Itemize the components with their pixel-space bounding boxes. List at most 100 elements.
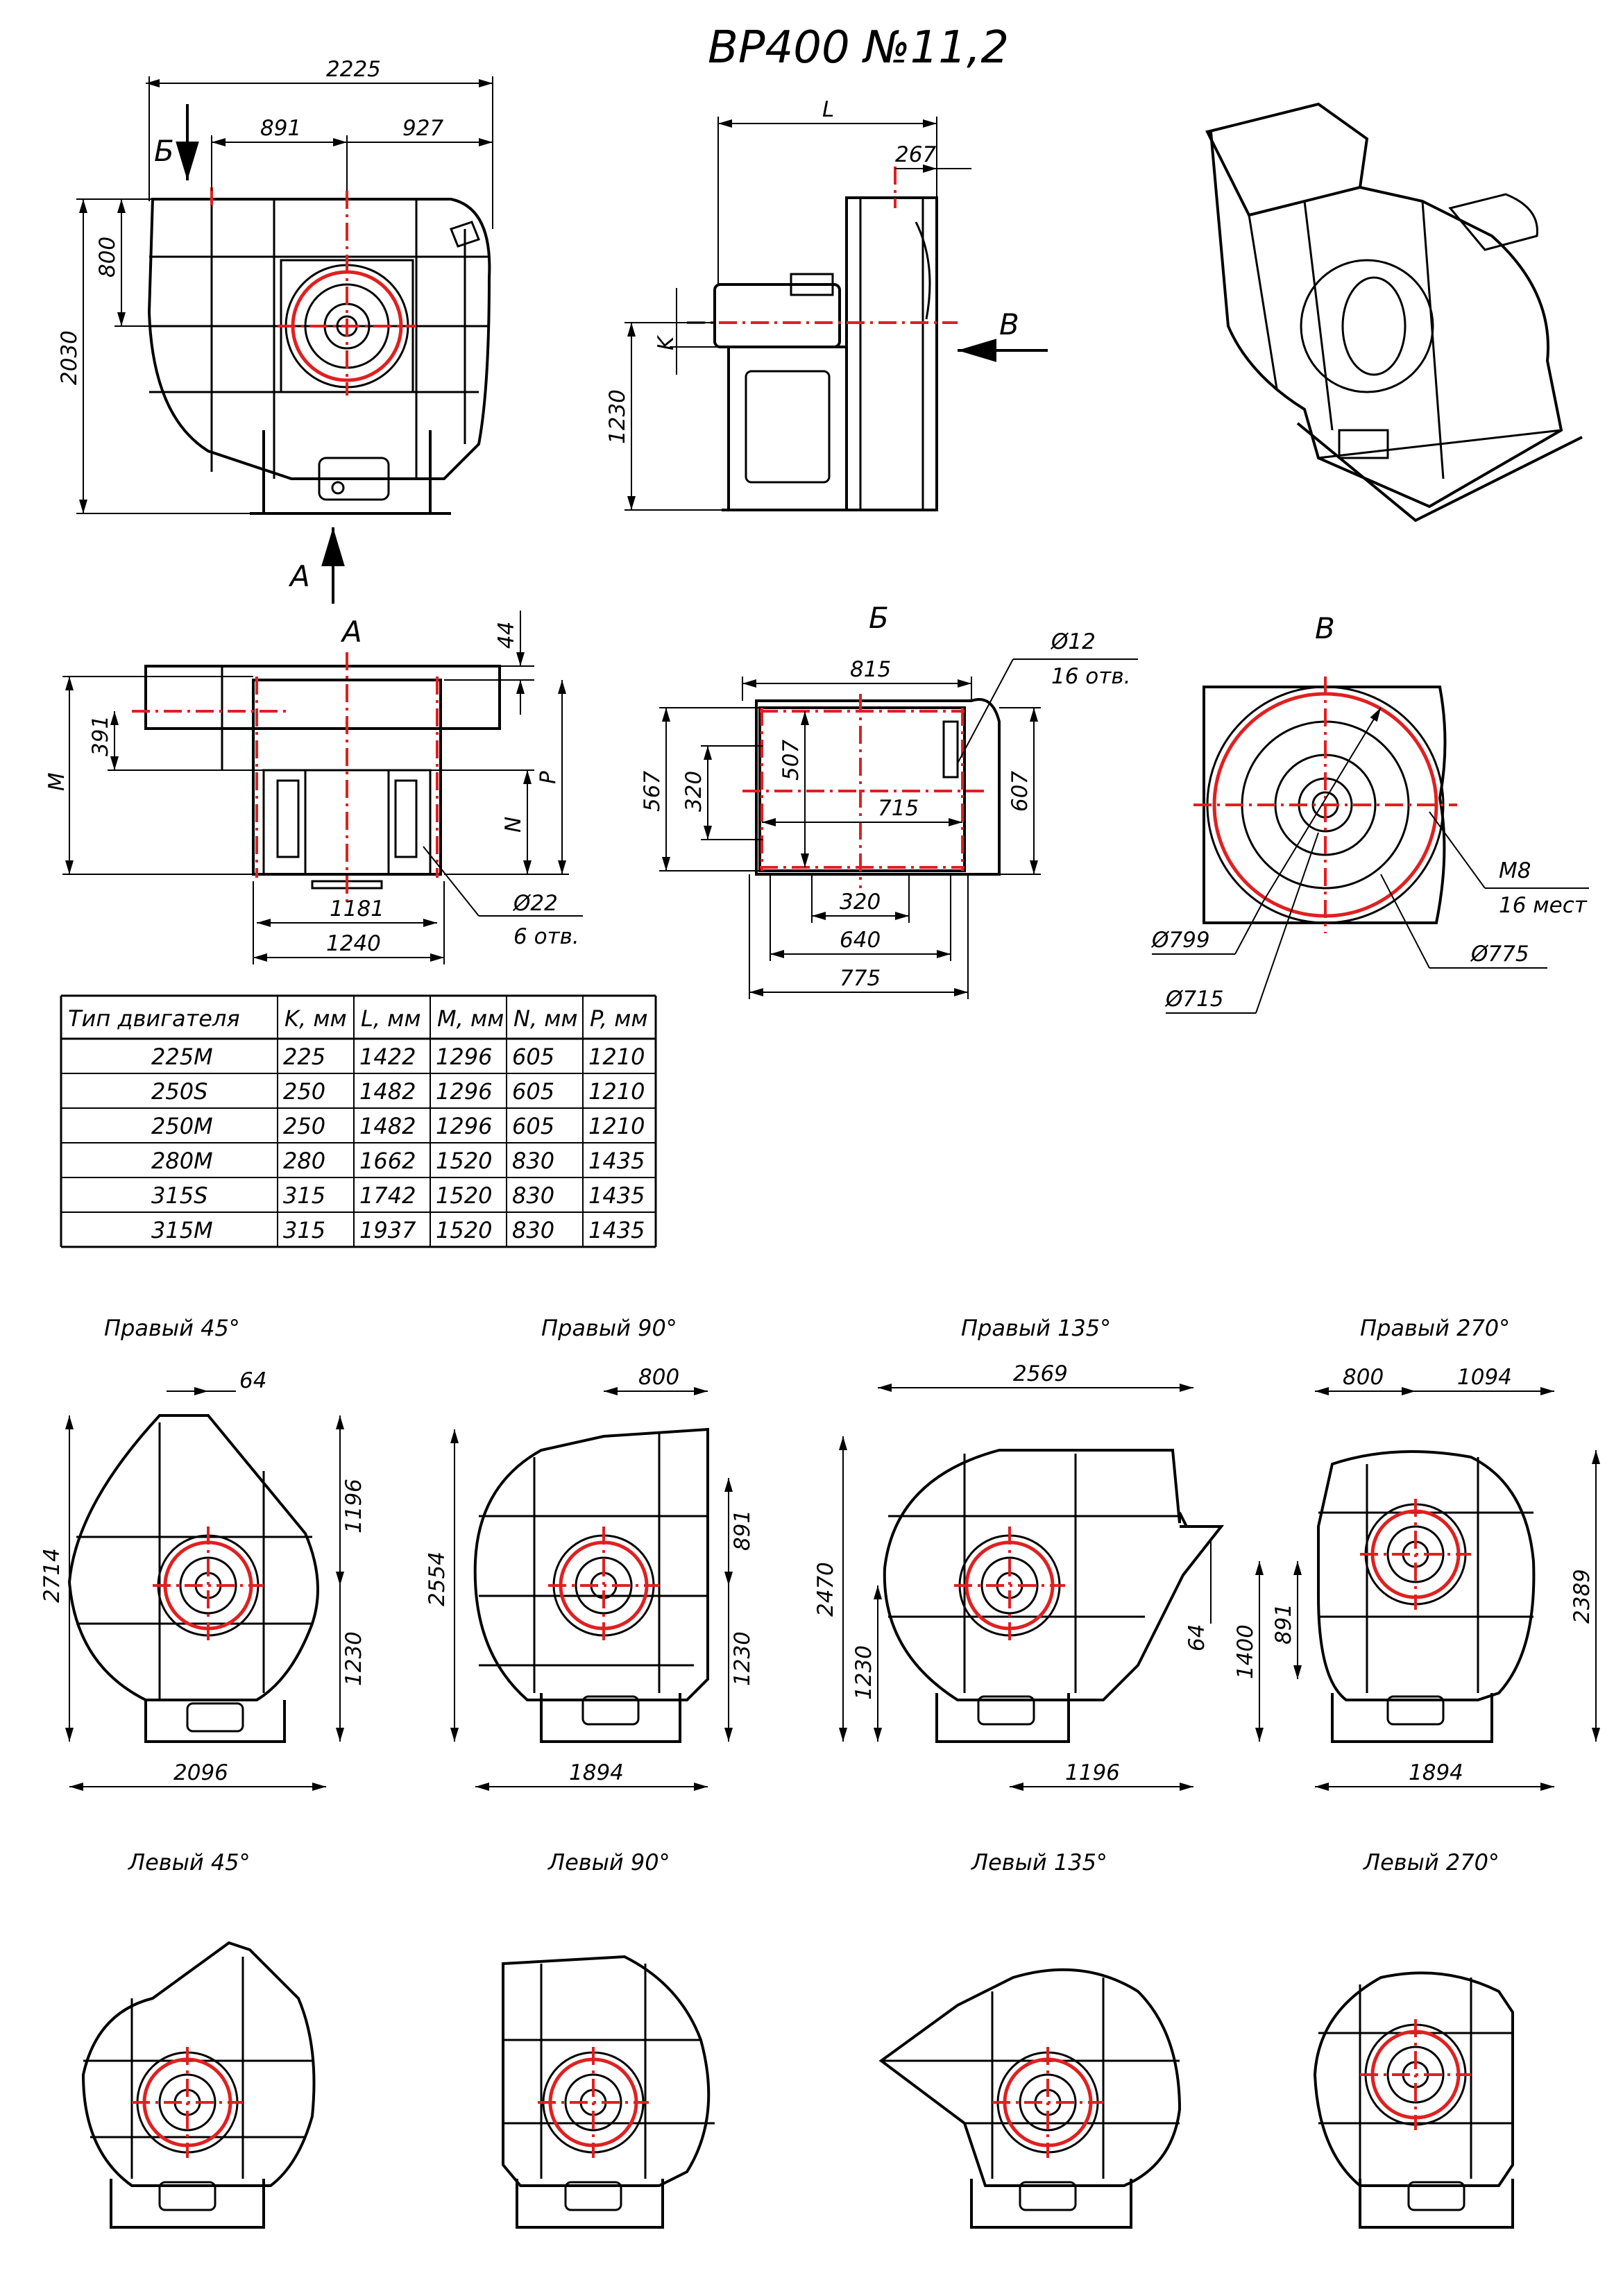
table-cell: 1210	[588, 1078, 645, 1105]
view-b-label: Б	[869, 601, 889, 635]
table-cell: 1296	[436, 1113, 492, 1139]
caption-left-90: Левый 90°	[547, 1849, 670, 1876]
table-header: K, мм	[284, 1005, 347, 1032]
table-cell: 1742	[359, 1182, 416, 1209]
arrow-b-label: Б	[154, 134, 174, 168]
table-header: L, мм	[361, 1005, 420, 1032]
dim-775: 775	[840, 966, 881, 991]
dim-1230: 1230	[605, 389, 630, 444]
table-cell: 1435	[588, 1182, 645, 1209]
table-cell: 1210	[588, 1113, 645, 1139]
table-cell: 1435	[588, 1148, 645, 1174]
dim-607: 607	[1008, 771, 1033, 812]
table-cell: 1422	[359, 1044, 416, 1070]
dim-1240: 1240	[326, 931, 381, 956]
r135-lower: 1230	[851, 1645, 876, 1700]
r45-lower: 1230	[341, 1631, 366, 1686]
r135-width: 1196	[1065, 1760, 1120, 1785]
right-45-view: Правый 45° 2714 1196 1230 2096 64	[40, 1315, 366, 1791]
dim-320-v: 320	[681, 771, 706, 812]
holes-count-16: 16 отв.	[1051, 664, 1130, 689]
right-135-view: Правый 135° 2470 1230 1196 2569 64	[813, 1315, 1225, 1791]
r45-upper: 1196	[341, 1479, 366, 1533]
view-a-label: А	[340, 615, 362, 649]
thread-m8: M8	[1499, 858, 1531, 883]
r270-top-left: 800	[1343, 1365, 1384, 1390]
dim-391: 391	[88, 715, 113, 756]
front-view: 2225 891 927 2030 800 Б А	[57, 57, 493, 604]
table-cell: 280	[283, 1148, 325, 1174]
view-a: А M 391 44 N P	[44, 611, 583, 964]
table-cell: 250M	[151, 1113, 213, 1139]
table-cell: 250	[283, 1078, 325, 1105]
dim-320-h: 320	[840, 890, 881, 915]
r270-top-right: 1094	[1457, 1365, 1512, 1390]
r45-width: 2096	[173, 1760, 228, 1785]
r90-width: 1894	[569, 1760, 624, 1785]
table-cell: 315	[283, 1217, 325, 1243]
dia-715: Ø715	[1164, 987, 1224, 1012]
right-positions: Правый 45° 2714 1196 1230 2096 64	[40, 1315, 1600, 1791]
r135-height: 2470	[813, 1562, 838, 1617]
arrow-v-label: В	[999, 307, 1019, 341]
dim-800: 800	[95, 237, 120, 278]
dim-1181: 1181	[330, 896, 384, 921]
caption-right-45: Правый 45°	[104, 1315, 240, 1341]
view-v-label: В	[1315, 611, 1335, 645]
table-cell: 1482	[359, 1113, 416, 1139]
dim-507: 507	[779, 740, 804, 781]
table-header: P, мм	[590, 1005, 648, 1032]
table-cell: 1296	[436, 1044, 492, 1070]
holes-dia-22: Ø22	[512, 891, 558, 916]
dia-775: Ø775	[1470, 942, 1529, 967]
right-90-view: Правый 90° 2554 891 1230 1894 800	[425, 1315, 755, 1791]
r90-top: 800	[638, 1365, 679, 1390]
table-cell: 315	[283, 1182, 325, 1209]
table-cell: 1435	[588, 1217, 645, 1243]
table-cell: 1520	[436, 1182, 492, 1209]
r90-lower: 1230	[730, 1631, 755, 1686]
r270-height: 2389	[1570, 1569, 1595, 1624]
dim-715: 715	[878, 796, 919, 821]
table-cell: 225M	[151, 1044, 213, 1070]
dim-927: 927	[402, 116, 443, 141]
motor-table: Тип двигателя K, мм L, мм M, мм N, мм P, мм 22…	[60, 994, 657, 1248]
table-cell: 830	[512, 1217, 554, 1243]
table-cell: 250	[283, 1113, 325, 1139]
isometric-view	[1205, 102, 1583, 522]
caption-right-90: Правый 90°	[541, 1315, 677, 1341]
left-135-view: Левый 135°	[878, 1849, 1182, 2229]
left-45-view: Левый 45°	[81, 1849, 316, 2229]
holes-dia-12: Ø12	[1050, 629, 1096, 654]
dim-891: 891	[260, 116, 301, 141]
view-b: Б 815 567 320	[640, 601, 1138, 999]
table-cell: 225	[283, 1044, 325, 1070]
table-cell: 280M	[151, 1148, 213, 1174]
table-header: M, мм	[437, 1005, 504, 1032]
dim-L: L	[822, 97, 834, 122]
side-view: L 267 K 1230 В	[605, 97, 1048, 511]
table-cell: 1482	[359, 1078, 416, 1105]
r90-upper: 891	[730, 1510, 755, 1551]
table-cell: 1296	[436, 1078, 492, 1105]
view-v: В M8 16 мест Ø799 Ø715 Ø775	[1150, 611, 1589, 1014]
table-cell: 1520	[436, 1217, 492, 1243]
table-cell: 250S	[151, 1078, 207, 1105]
drawing-title: ВР400 №11,2	[708, 22, 1009, 74]
caption-right-135: Правый 135°	[961, 1315, 1111, 1341]
holes-count-6: 6 отв.	[513, 924, 579, 949]
dia-799: Ø799	[1150, 928, 1210, 953]
table-cell: 1937	[359, 1217, 416, 1243]
table-header: Тип двигателя	[68, 1005, 240, 1032]
table-header: N, мм	[513, 1005, 578, 1032]
arrow-a-label: А	[288, 559, 310, 593]
dim-P: P	[536, 771, 561, 784]
left-positions: Левый 45° Левый 90°	[81, 1849, 1514, 2229]
thread-count: 16 мест	[1499, 893, 1588, 918]
left-90-view: Левый 90°	[502, 1849, 715, 2229]
left-270-view: Левый 270°	[1313, 1849, 1514, 2229]
caption-left-45: Левый 45°	[128, 1849, 250, 1876]
dim-M: M	[44, 772, 69, 791]
